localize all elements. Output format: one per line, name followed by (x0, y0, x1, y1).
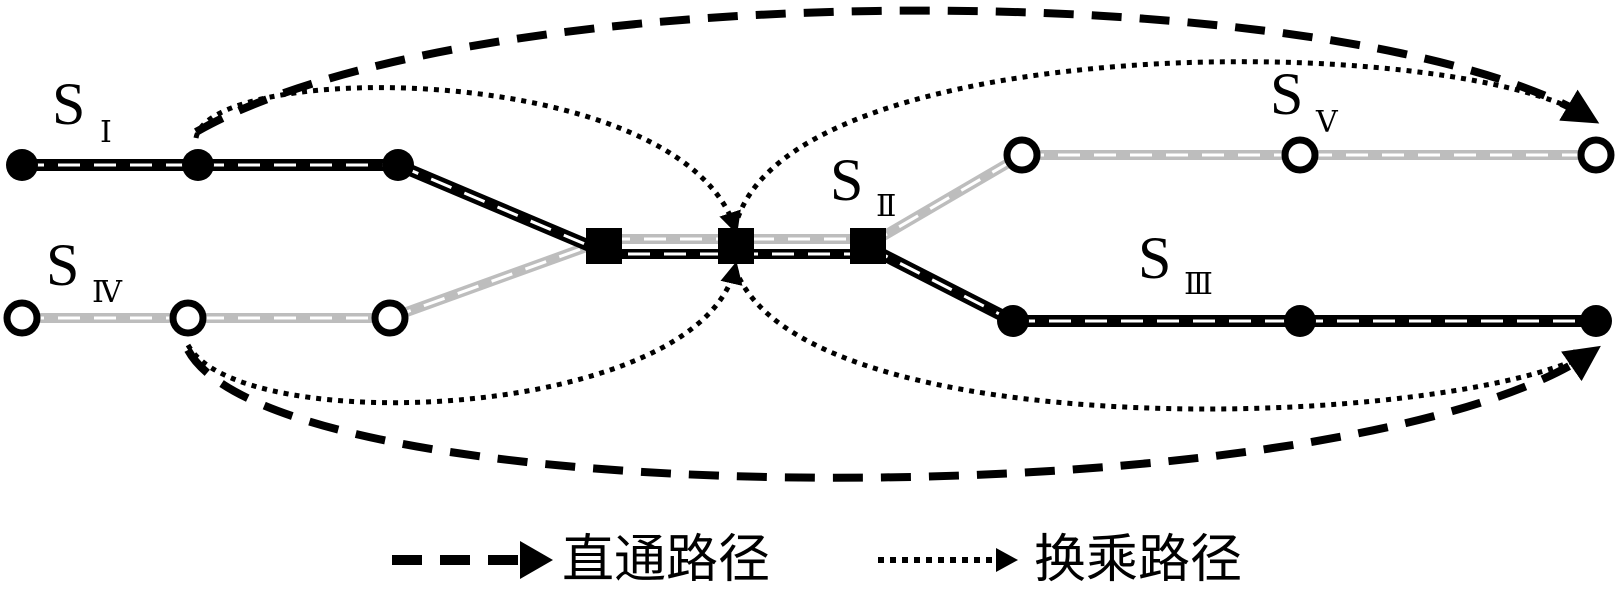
station-s4-3 (371, 299, 409, 337)
label-s2-main: S (830, 147, 863, 213)
station-s1-3 (382, 149, 414, 181)
label-s1-main: S (52, 71, 85, 137)
station-s4-2 (169, 299, 207, 337)
transfer-route-upper-left (193, 85, 741, 235)
gray-lines (22, 150, 1596, 323)
legend-direct: 直通路径 (392, 530, 770, 590)
legend-direct-arrow-icon (520, 541, 553, 579)
label-s1: S Ⅰ (52, 71, 112, 149)
label-s4-main: S (46, 232, 79, 298)
legend-direct-label: 直通路径 (562, 530, 770, 590)
station-s5-1 (1003, 136, 1041, 174)
station-s4-1 (3, 299, 41, 337)
label-s4-sub: Ⅳ (92, 276, 123, 309)
station-s5-2 (1281, 136, 1319, 174)
station-s3-1 (997, 305, 1029, 337)
line-labels: S Ⅰ S Ⅳ S Ⅱ S Ⅴ S Ⅲ (46, 61, 1339, 309)
label-s1-sub: Ⅰ (100, 116, 112, 149)
label-s4: S Ⅳ (46, 232, 123, 309)
transfer-route-lower-left (185, 261, 743, 406)
label-s5-main: S (1270, 61, 1303, 127)
transfer-route-lower-right (732, 267, 1598, 412)
route-paths (184, 6, 1601, 482)
station-trunk-3 (850, 228, 886, 264)
legend-transfer-arrow-icon (996, 548, 1018, 572)
legend: 直通路径 换乘路径 (392, 530, 1242, 590)
line-s1-track (22, 159, 595, 253)
station-s3-2 (1284, 305, 1316, 337)
station-trunk-1 (586, 228, 622, 264)
label-s5-sub: Ⅴ (1315, 106, 1339, 139)
label-s3-main: S (1138, 225, 1171, 291)
transfer-route-upper-right (732, 59, 1596, 229)
line-s3-track (865, 241, 1596, 327)
line-s5-track (865, 150, 1596, 250)
direct-route-upper (194, 6, 1600, 136)
stations (3, 136, 1615, 337)
legend-transfer: 换乘路径 (878, 530, 1242, 590)
station-s3-3 (1580, 305, 1612, 337)
label-s2-sub: Ⅱ (876, 190, 896, 223)
direct-route-lower (184, 345, 1601, 482)
label-s2: S Ⅱ (830, 147, 896, 223)
station-s5-3 (1577, 136, 1615, 174)
label-s3: S Ⅲ (1138, 225, 1213, 301)
station-trunk-2 (718, 228, 754, 264)
station-s1-2 (182, 149, 214, 181)
station-s1-1 (6, 149, 38, 181)
label-s3-sub: Ⅲ (1184, 268, 1213, 301)
legend-transfer-label: 换乘路径 (1034, 530, 1242, 590)
label-s5: S Ⅴ (1270, 61, 1339, 139)
